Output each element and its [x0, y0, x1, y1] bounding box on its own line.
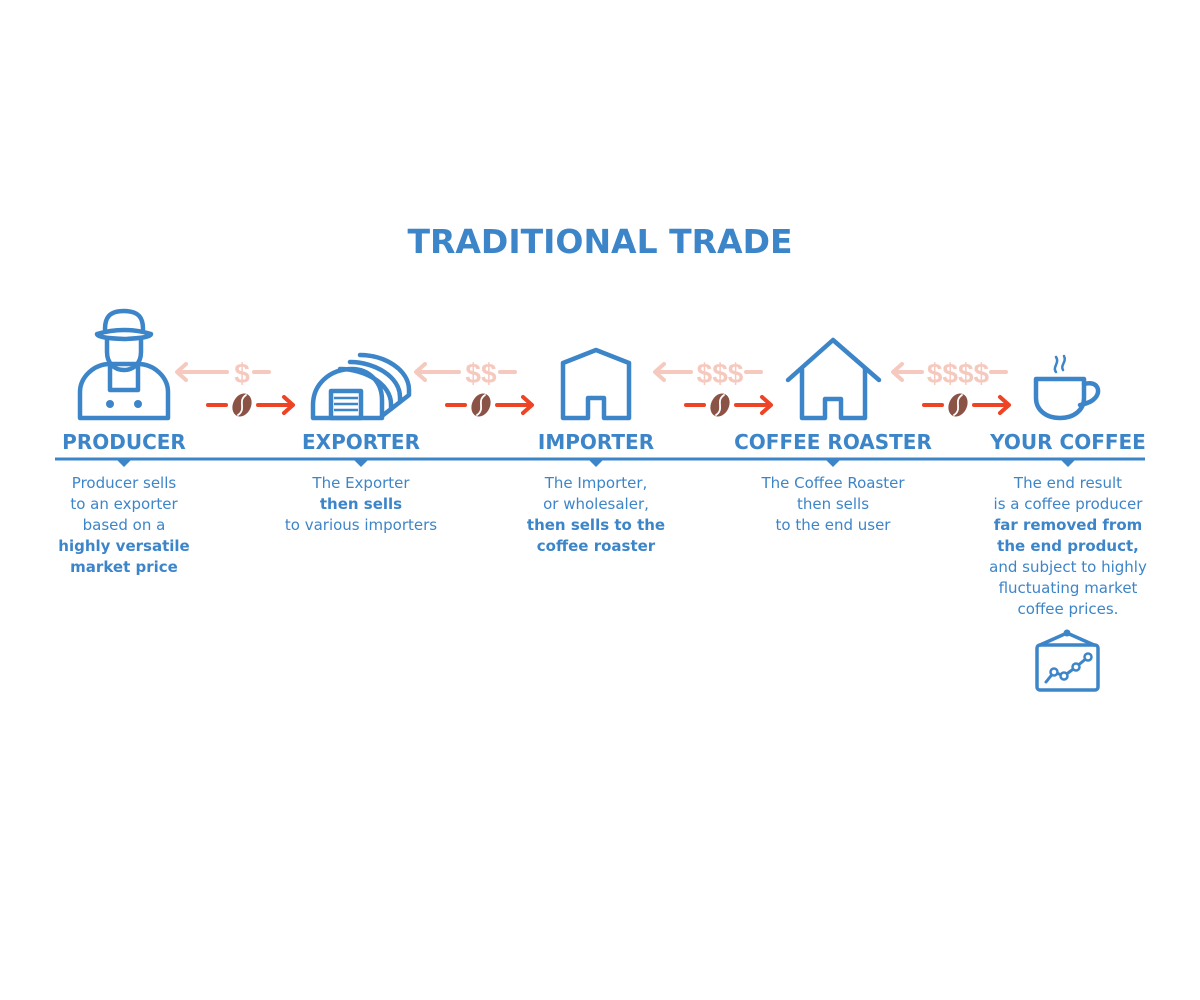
timeline-pointer-exporter: [353, 459, 369, 467]
stage-label-producer: PRODUCER: [62, 430, 186, 454]
coffee-bean-crease: [715, 394, 725, 416]
money-arrow-head: [891, 362, 904, 382]
desc-line: coffee roaster: [536, 537, 656, 555]
desc-line: and subject to highly: [989, 558, 1147, 576]
page-title: TRADITIONAL TRADE: [407, 222, 793, 261]
stage-label-roaster: COFFEE ROASTER: [734, 430, 932, 454]
desc-line: fluctuating market: [998, 579, 1138, 597]
flow-1: $: [175, 358, 295, 417]
timeline-pointer-roaster: [825, 459, 841, 467]
desc-line: to an exporter: [70, 495, 178, 513]
desc-line: based on a: [82, 516, 166, 534]
house-icon: [785, 337, 882, 421]
desc-line: far removed from: [993, 516, 1143, 534]
desc-line: The Coffee Roaster: [761, 474, 905, 492]
coffee-bean-crease: [476, 394, 486, 416]
desc-line: Producer sells: [71, 474, 177, 492]
money-arrow-head: [414, 362, 427, 382]
coffee-bean-crease: [953, 394, 963, 416]
desc-line: the end product,: [997, 537, 1139, 555]
stage-desc-roaster: The Coffee Roaster then sells to the end u…: [723, 473, 943, 536]
money-label: $$$$: [927, 358, 990, 389]
desc-line: The end result: [1013, 474, 1123, 492]
goods-arrow-head: [521, 395, 534, 415]
money-label: $: [234, 358, 250, 389]
stage-desc-producer: Producer sells to an exporter based on a hi…: [14, 473, 234, 578]
coffee-cup-icon: [1033, 376, 1101, 421]
desc-line: to various importers: [284, 516, 438, 534]
timeline: [55, 457, 1145, 467]
flow-4: $$$$: [891, 358, 1011, 417]
warehouse-icon: [310, 352, 412, 421]
desc-line: coffee prices.: [1017, 600, 1119, 618]
desc-line: then sells: [319, 495, 403, 513]
desc-line: The Exporter: [312, 474, 410, 492]
warehouse-door-slats: [334, 396, 358, 412]
desc-line: then sells to the: [526, 516, 666, 534]
money-arrow-head: [175, 362, 188, 382]
steam-icon: [1053, 354, 1066, 374]
desc-line: to the end user: [775, 516, 891, 534]
desc-line: market price: [70, 558, 178, 576]
desc-line: is a coffee producer: [993, 495, 1143, 513]
stage-desc-importer: The Importer, or wholesaler, then sells to…: [486, 473, 706, 557]
money-label: $$: [465, 358, 497, 389]
timeline-pointer-producer: [116, 459, 132, 467]
stage-label-exporter: EXPORTER: [302, 430, 420, 454]
money-arrow-head: [653, 362, 666, 382]
building-icon: [560, 347, 632, 421]
flow-arrows: $$$$$$$$$$: [175, 358, 1011, 417]
farmer-icon: [77, 308, 171, 421]
farmer-button-left: [106, 400, 114, 408]
goods-arrow-head: [282, 395, 295, 415]
goods-arrow-head: [998, 395, 1011, 415]
timeline-pointer-your-coffee: [1060, 459, 1076, 467]
stage-desc-exporter: The Exporter then sells to various importe…: [251, 473, 471, 536]
goods-arrow-head: [760, 395, 773, 415]
stage-label-your-coffee: YOUR COFFEE: [990, 430, 1146, 454]
flow-2: $$: [414, 358, 534, 417]
flow-3: $$$: [653, 358, 773, 417]
stage-desc-your-coffee: The end result is a coffee producer far re…: [958, 473, 1178, 620]
coffee-bean-crease: [237, 394, 247, 416]
timeline-pointer-importer: [588, 459, 604, 467]
stage-icons: $$$$$$$$$$: [77, 308, 1101, 421]
stage-label-importer: IMPORTER: [537, 430, 655, 454]
desc-line: or wholesaler,: [543, 495, 649, 513]
price-chart-icon: [1035, 629, 1100, 692]
farmer-button-right: [134, 400, 142, 408]
desc-line: then sells: [796, 495, 870, 513]
money-label: $$$: [697, 358, 744, 389]
desc-line: The Importer,: [544, 474, 648, 492]
desc-line: highly versatile: [58, 537, 190, 555]
